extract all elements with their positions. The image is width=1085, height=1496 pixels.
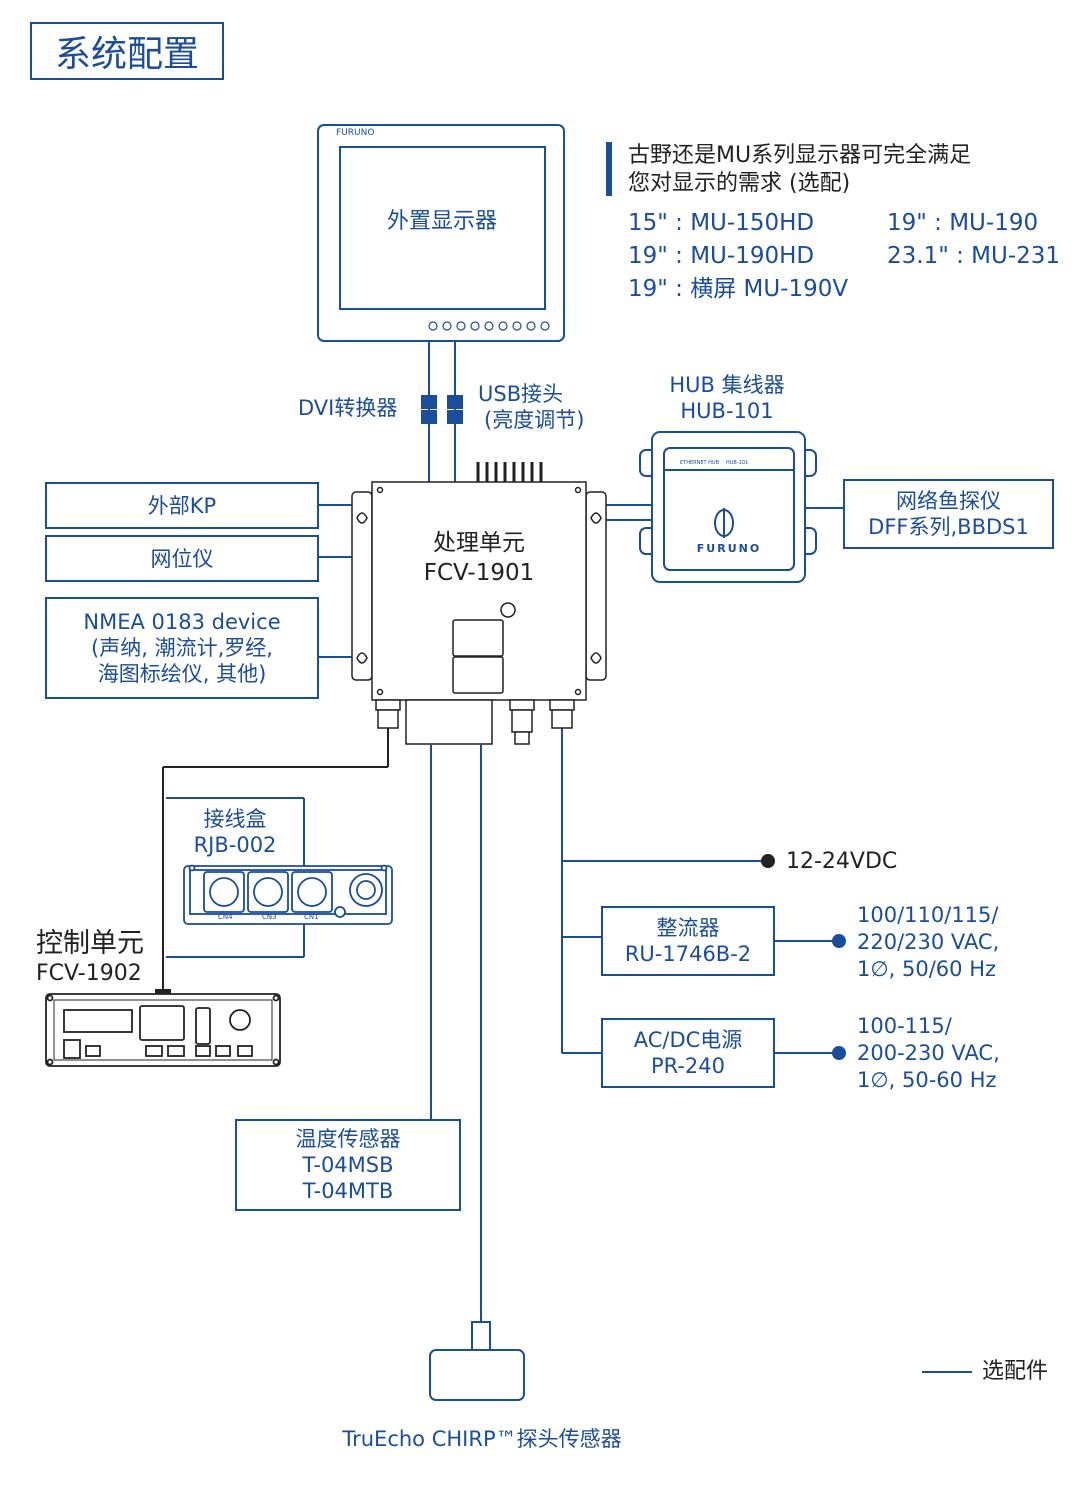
monitor-label: 外置显示器 (386, 209, 497, 234)
info-marker (606, 142, 612, 196)
hub-brand: FURUNO (696, 542, 762, 555)
processor-drawing (351, 462, 607, 745)
control-unit-label-2: FCV-1902 (36, 961, 142, 986)
info-line-1: 古野还是MU系列显示器可完全满足 (628, 143, 972, 168)
hub-panel-right: HUB-101 (726, 460, 749, 466)
navigator-label: 网位仪 (150, 546, 214, 571)
acdc-box[interactable]: AC/DC电源 PR-240 (601, 1018, 775, 1088)
nmea-label-1: NMEA 0183 device (83, 610, 281, 634)
usb-label-1: USB接头 (478, 382, 564, 406)
legend-optional-label: 选配件 (982, 1359, 1049, 1384)
temp-sensor-label-1: 温度传感器 (295, 1127, 401, 1151)
control-unit-drawing (45, 993, 281, 1067)
rectifier-spec-1: 100/110/115/ (857, 903, 999, 927)
junction-port-cn1: CN1 (304, 913, 319, 921)
hub-label-2: HUB-101 (680, 399, 774, 423)
nmea-device-box[interactable]: NMEA 0183 device (声纳, 潮流计,罗经, 海图标绘仪, 其他) (45, 597, 319, 699)
model-19-mu190hd: 19" : MU-190HD (628, 243, 815, 269)
junction-box-label-2: RJB-002 (193, 833, 277, 857)
network-sounder-label-2: DFF系列,BBDS1 (868, 515, 1029, 539)
model-19-mu190: 19" : MU-190 (887, 210, 1039, 236)
nmea-label-3: 海图标绘仪, 其他) (97, 662, 267, 686)
navigator-box[interactable]: 网位仪 (45, 535, 319, 582)
junction-port-cn4: CN4 (218, 913, 233, 921)
model-19-mu190v: 19" : 横屏 MU-190V (628, 276, 849, 302)
processor-label-1: 处理单元 (433, 530, 525, 556)
page-title: 系统配置 (30, 22, 224, 80)
transducer-drawing (429, 1321, 525, 1401)
control-unit-label-1: 控制单元 (36, 928, 144, 959)
junction-box-label-1: 接线盒 (203, 807, 267, 831)
hub-label-1: HUB 集线器 (669, 373, 785, 397)
processor-label-2: FCV-1901 (423, 560, 535, 586)
monitor-drawing (317, 124, 565, 342)
temp-sensor-box[interactable]: 温度传感器 T-04MSB T-04MTB (235, 1119, 461, 1211)
junction-box-drawing (183, 864, 393, 925)
acdc-spec-2: 200-230 VAC, (857, 1041, 1000, 1065)
monitor-brand: FURUNO (336, 128, 375, 138)
rectifier-box[interactable]: 整流器 RU-1746B-2 (601, 906, 775, 976)
model-15-mu150hd: 15" : MU-150HD (628, 210, 815, 236)
dvi-converter-label: DVI转换器 (298, 396, 398, 420)
acdc-label-2: PR-240 (650, 1054, 726, 1078)
network-sounder-label-1: 网络鱼探仪 (896, 489, 1001, 513)
model-23-mu231: 23.1" : MU-231 (887, 243, 1061, 269)
hub-panel-left: ETHERNET HUB (680, 460, 719, 466)
acdc-label-1: AC/DC电源 (633, 1028, 743, 1052)
dc-power-label: 12-24VDC (786, 849, 898, 874)
junction-port-cn3: CN3 (262, 913, 277, 921)
hub-drawing (639, 431, 817, 583)
rectifier-spec-2: 220/230 VAC, (857, 930, 1000, 954)
rectifier-label-2: RU-1746B-2 (624, 942, 752, 966)
temp-sensor-label-3: T-04MTB (302, 1179, 394, 1203)
info-line-2: 您对显示的需求 (选配) (628, 171, 851, 196)
external-kp-label: 外部KP (147, 493, 217, 518)
network-sounder-box[interactable]: 网络鱼探仪 DFF系列,BBDS1 (843, 479, 1054, 549)
external-kp-box[interactable]: 外部KP (45, 482, 319, 529)
acdc-spec-1: 100-115/ (857, 1014, 952, 1038)
rectifier-spec-3: 1∅, 50/60 Hz (857, 957, 997, 981)
acdc-spec-3: 1∅, 50-60 Hz (857, 1068, 997, 1092)
transducer-label: TruEcho CHIRP™探头传感器 (342, 1427, 622, 1451)
usb-label-2: (亮度调节) (484, 408, 585, 432)
rectifier-label-1: 整流器 (656, 916, 720, 940)
temp-sensor-label-2: T-04MSB (302, 1153, 394, 1177)
nmea-label-2: (声纳, 潮流计,罗经, (91, 636, 273, 660)
